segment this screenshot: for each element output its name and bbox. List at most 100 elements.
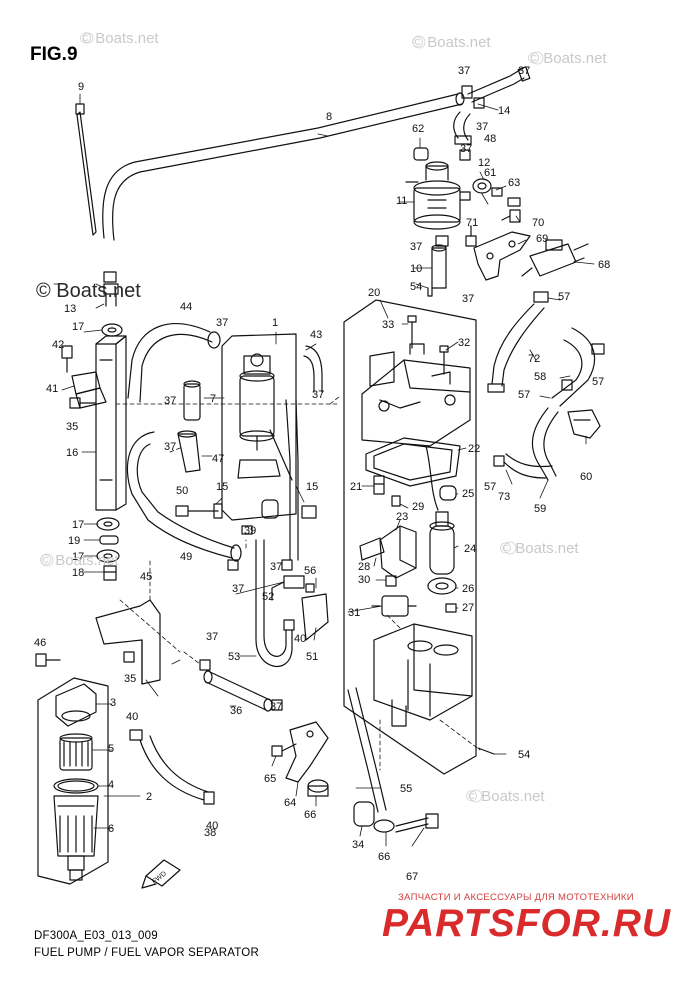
- callout-57: 57: [592, 376, 604, 388]
- callout-67: 67: [406, 871, 418, 883]
- callout-60: 60: [580, 471, 592, 483]
- callout-17: 17: [72, 519, 84, 531]
- callout-5: 5: [108, 743, 114, 755]
- callout-55: 55: [400, 783, 412, 795]
- callout-61: 61: [484, 167, 496, 179]
- callout-59: 59: [534, 503, 546, 515]
- hose-58: [551, 327, 605, 407]
- filter-box-2: [37, 677, 109, 885]
- callout-71: 71: [466, 217, 478, 229]
- diagram-code: DF300A_E03_013_009: [34, 930, 158, 942]
- watermark-seals: [40, 32, 544, 803]
- guide-lines: [115, 395, 481, 771]
- callout-40: 40: [206, 820, 218, 832]
- callout-52: 52: [262, 591, 274, 603]
- cap-25: [439, 485, 457, 501]
- callout-37: 37: [458, 65, 470, 77]
- hose-59: [503, 407, 559, 481]
- callout-43: 43: [310, 329, 322, 341]
- callout-37: 37: [164, 441, 176, 453]
- bracket-45: [95, 599, 161, 685]
- valve-31: [371, 595, 417, 617]
- hose-43: [285, 345, 323, 561]
- callout-50: 50: [176, 485, 188, 497]
- callout-8: 8: [326, 111, 332, 123]
- bracket-69: [473, 231, 531, 281]
- bracket-16: [95, 335, 127, 511]
- gasket-22: [365, 437, 461, 487]
- callout-65: 65: [264, 773, 276, 785]
- damper-61: [472, 178, 503, 197]
- callout-37: 37: [312, 389, 324, 401]
- watermark-1: © Boats.net: [412, 34, 491, 51]
- callout-10: 10: [410, 263, 422, 275]
- callout-32: 32: [458, 337, 470, 349]
- callout-16: 16: [66, 447, 78, 459]
- callout-24: 24: [464, 543, 476, 555]
- watermark-5: © Boats.net: [466, 788, 545, 805]
- callout-37: 37: [476, 121, 488, 133]
- callout-6: 6: [108, 823, 114, 835]
- hose-44: [127, 323, 221, 403]
- screw-32: [439, 345, 449, 375]
- bolt-50: [175, 503, 223, 519]
- cable-tie-9: [75, 103, 97, 236]
- callout-20: 20: [368, 287, 380, 299]
- o-ring-4: [53, 778, 99, 794]
- callout-13: 13: [64, 303, 76, 315]
- grommet-34: [353, 801, 375, 827]
- pump-box-1: [221, 333, 297, 521]
- callout-31: 31: [348, 607, 360, 619]
- bolt-67: [395, 813, 439, 833]
- callout-36: 36: [230, 705, 242, 717]
- callout-37: 37: [270, 701, 282, 713]
- diagram-title: FUEL PUMP / FUEL VAPOR SEPARATOR: [34, 947, 259, 959]
- fitting-21: [373, 475, 385, 495]
- wire-harness: [425, 445, 439, 511]
- callout-1: 1: [272, 317, 278, 329]
- callout-47: 47: [212, 453, 224, 465]
- callout-15: 15: [306, 481, 318, 493]
- hose-10: [431, 235, 449, 289]
- shop-tagline: ЗАПЧАСТИ И АКСЕССУАРЫ ДЛЯ МОТОТЕХНИКИ: [398, 892, 634, 903]
- callout-66: 66: [378, 851, 390, 863]
- callout-45: 45: [140, 571, 152, 583]
- bolt-42: [61, 345, 73, 373]
- callout-37: 37: [216, 317, 228, 329]
- callout-37: 37: [164, 395, 176, 407]
- filter-head-3: [55, 683, 97, 727]
- hose-47: [177, 430, 201, 473]
- clips-37-lower: [199, 559, 295, 711]
- callout-37: 37: [232, 583, 244, 595]
- callout-54: 54: [518, 749, 530, 761]
- watermark-main: © Boats.net: [36, 280, 141, 302]
- hose-36: [203, 670, 273, 712]
- hose-72: [487, 291, 549, 393]
- callout-35: 35: [124, 673, 136, 685]
- separator-tank: [373, 623, 473, 727]
- clip-71: [465, 225, 477, 247]
- callout-28: 28: [358, 561, 370, 573]
- callout-23: 23: [396, 511, 408, 523]
- callout-44: 44: [180, 301, 192, 313]
- clip-60: [567, 409, 601, 439]
- bowl-6: [53, 795, 99, 881]
- bolt-13: [103, 271, 119, 307]
- callout-29: 29: [412, 501, 424, 513]
- callout-46: 46: [34, 637, 46, 649]
- separator-box-20: [343, 299, 477, 775]
- callout-14: 14: [498, 105, 510, 117]
- watermark-2: © Boats.net: [528, 50, 607, 67]
- screw-29: [391, 495, 401, 507]
- callout-66: 66: [304, 809, 316, 821]
- watermark-4: © Boats.net: [500, 540, 579, 557]
- clamp-strap: [237, 429, 293, 519]
- hose-38: [129, 729, 215, 805]
- callout-40: 40: [126, 711, 138, 723]
- hose-8: [102, 92, 465, 241]
- callout-37: 37: [410, 241, 422, 253]
- screw-30: [385, 575, 397, 587]
- screw-70: [501, 209, 521, 223]
- fwd-arrow: [141, 859, 181, 889]
